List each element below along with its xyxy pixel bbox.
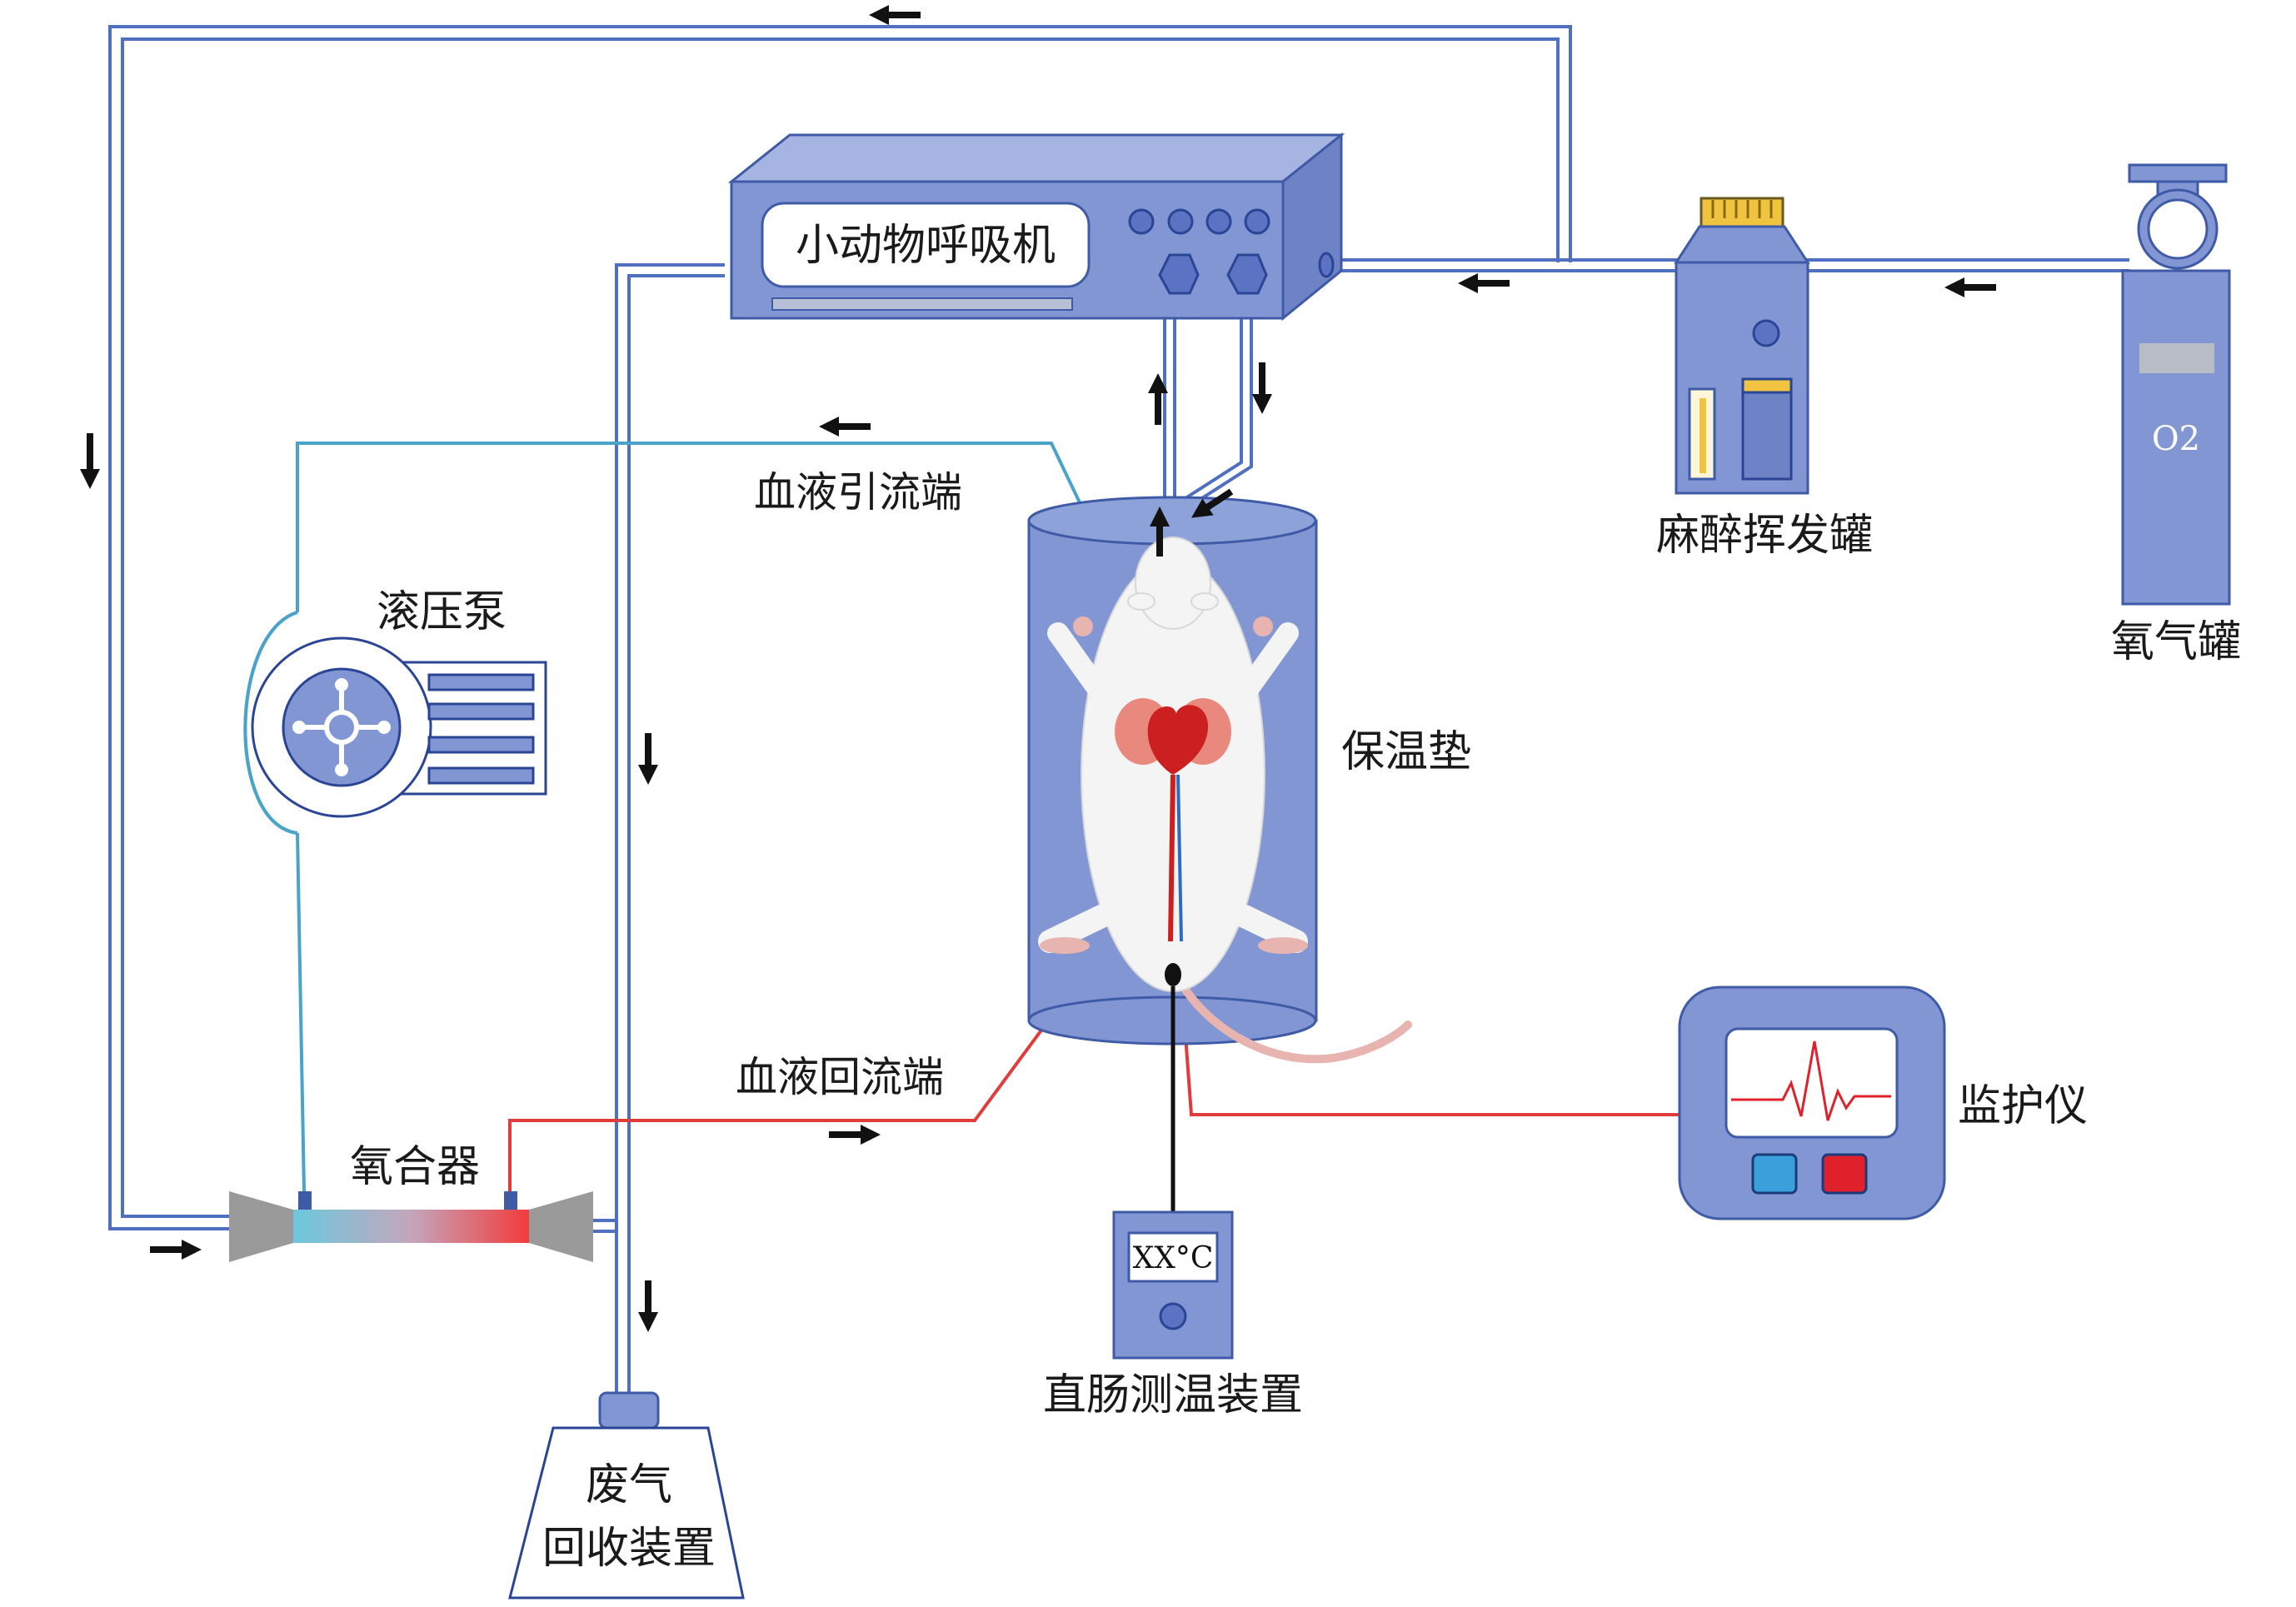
waste-gas-collector: 废气 回收装置 bbox=[508, 1391, 745, 1600]
ventilator-label: 小动物呼吸机 bbox=[796, 221, 1056, 271]
return-end-label: 血液回流端 bbox=[736, 1053, 944, 1101]
monitor: 监护仪 bbox=[1678, 986, 2088, 1220]
anesthesia-vaporizer: 麻醉挥发罐 bbox=[1656, 197, 1873, 561]
thermometer-display: XX°C bbox=[1133, 1241, 1214, 1275]
waste-gas-label-line1: 废气 bbox=[586, 1460, 672, 1510]
rectal-thermometer: XX°C 直肠测温装置 bbox=[1043, 986, 1303, 1420]
monitor-label: 监护仪 bbox=[1958, 1081, 2088, 1131]
roller-pump: 滚压泵 bbox=[243, 587, 547, 835]
blood-drain-line bbox=[243, 442, 1155, 1192]
ventilator-knobs bbox=[1128, 208, 1270, 235]
flow-arrows bbox=[80, 5, 1996, 1332]
ventilator: 小动物呼吸机 bbox=[727, 132, 1345, 322]
oxygenator: 氧合器 bbox=[229, 1142, 593, 1262]
heating-pad-label: 保温垫 bbox=[1341, 727, 1471, 777]
vaporizer-label: 麻醉挥发罐 bbox=[1656, 511, 1873, 561]
roller-pump-label: 滚压泵 bbox=[377, 587, 507, 637]
oxygen-tank-label: 氧气罐 bbox=[2111, 617, 2241, 667]
oxygenator-label: 氧合器 bbox=[350, 1142, 480, 1192]
pump-rotor-icon bbox=[292, 678, 391, 776]
gas-tubing bbox=[108, 25, 2129, 1393]
flow-arrow-icon bbox=[1190, 488, 1234, 518]
oxygen-tank: O2 氧气罐 bbox=[2111, 163, 2241, 667]
heart-icon bbox=[1147, 705, 1209, 775]
oxygen-tank-marking: O2 bbox=[2152, 420, 2200, 458]
thermometer-device-label: 直肠测温装置 bbox=[1043, 1370, 1303, 1420]
rat-icon bbox=[1038, 536, 1412, 1064]
drain-end-label: 血液引流端 bbox=[754, 468, 962, 517]
waste-gas-label-line2: 回收装置 bbox=[542, 1524, 716, 1574]
waveform-icon bbox=[1731, 1041, 1891, 1121]
